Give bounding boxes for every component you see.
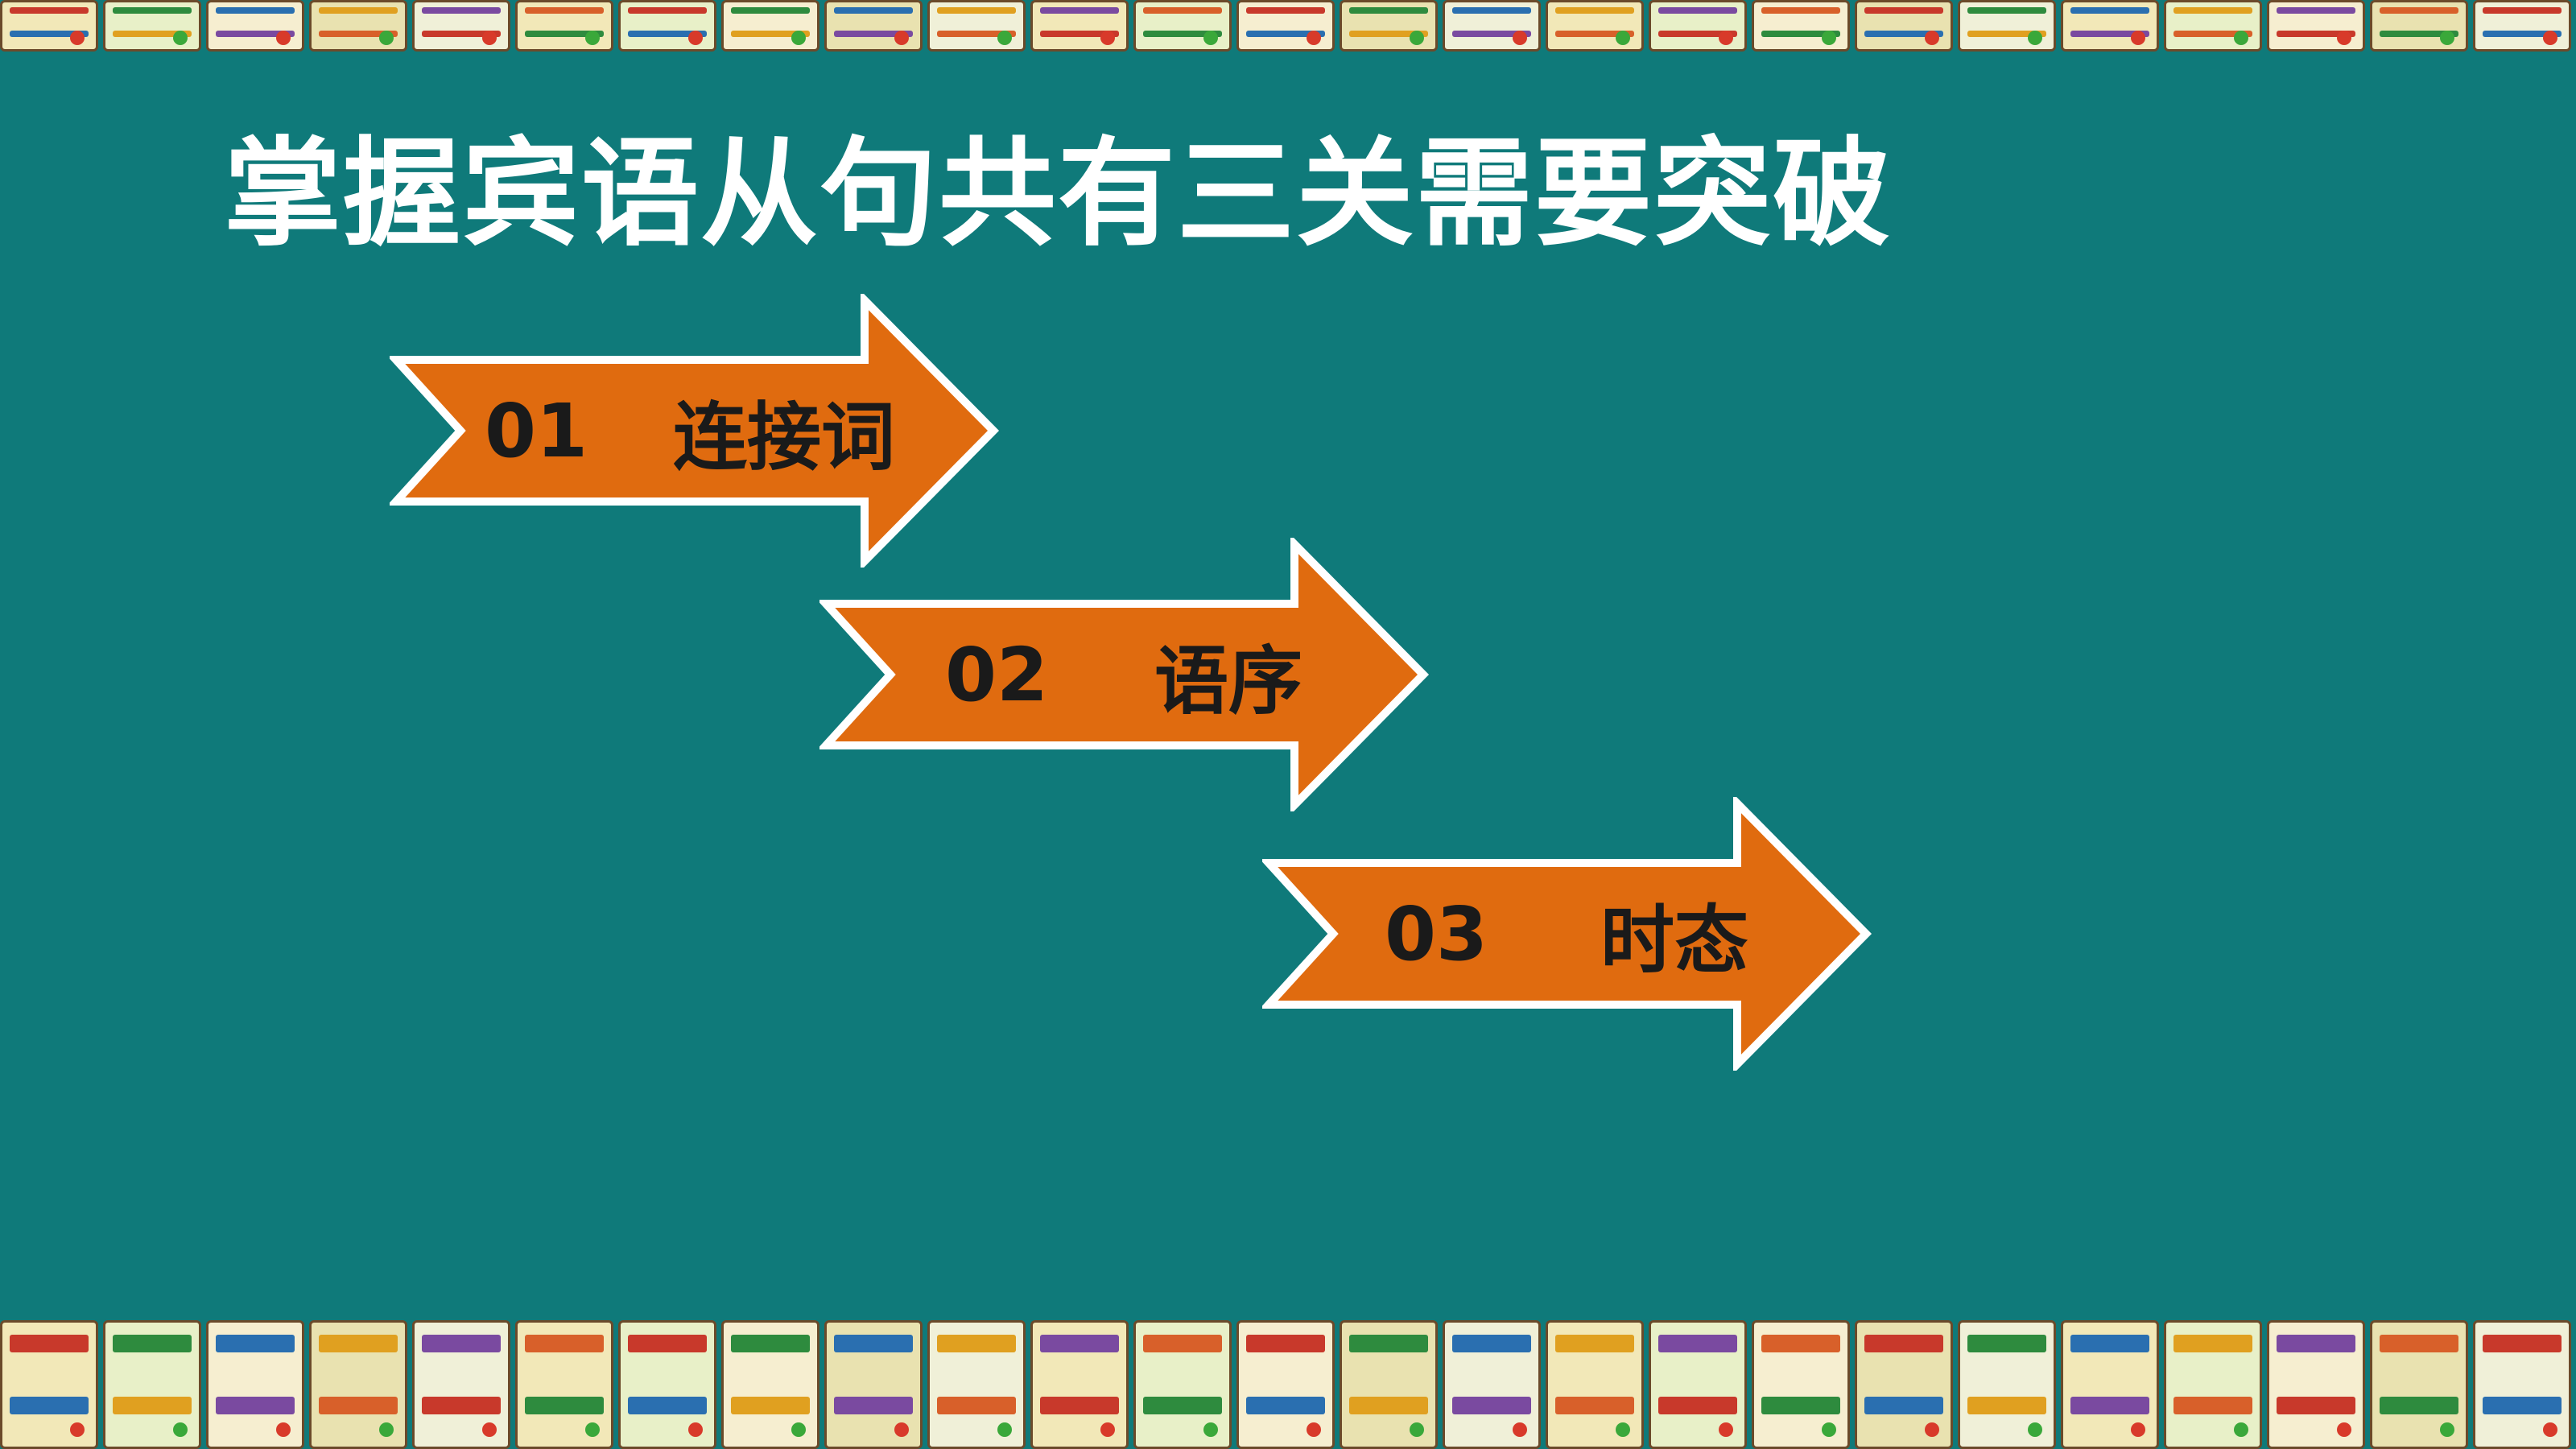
decorative-book-tile (2061, 1320, 2159, 1449)
decorative-book-tile (1958, 0, 2056, 52)
top-decorative-border (0, 0, 2576, 52)
step-number: 01 (485, 387, 588, 474)
decorative-book-tile (103, 1320, 201, 1449)
decorative-book-tile (515, 1320, 613, 1449)
decorative-book-tile (412, 0, 510, 52)
decorative-book-tile (1855, 1320, 1953, 1449)
decorative-book-tile (2370, 0, 2468, 52)
decorative-book-tile (1030, 1320, 1129, 1449)
decorative-book-tile (2267, 0, 2365, 52)
decorative-book-tile (1236, 0, 1335, 52)
decorative-book-tile (2164, 1320, 2262, 1449)
decorative-book-tile (721, 0, 819, 52)
decorative-book-tile (2164, 0, 2262, 52)
decorative-book-tile (1133, 1320, 1232, 1449)
arrow-shape-icon (1262, 797, 1872, 1071)
decorative-book-tile (206, 1320, 304, 1449)
decorative-book-tile (618, 0, 716, 52)
step-label: 连接词 (673, 394, 896, 481)
decorative-book-tile (2473, 1320, 2571, 1449)
step-label: 时态 (1600, 897, 1749, 984)
step-number: 02 (945, 631, 1049, 718)
step-label: 语序 (1154, 638, 1303, 724)
decorative-book-tile (1752, 0, 1850, 52)
decorative-book-tile (927, 0, 1026, 52)
decorative-book-tile (412, 1320, 510, 1449)
decorative-book-tile (1030, 0, 1129, 52)
decorative-book-tile (1133, 0, 1232, 52)
bottom-decorative-border (0, 1320, 2576, 1449)
decorative-book-tile (103, 0, 201, 52)
slide-title: 掌握宾语从句共有三关需要突破 (224, 126, 1892, 262)
decorative-book-tile (721, 1320, 819, 1449)
decorative-book-tile (1958, 1320, 2056, 1449)
decorative-book-tile (2267, 1320, 2365, 1449)
decorative-book-tile (2473, 0, 2571, 52)
arrow-shape-icon (390, 294, 1000, 568)
step-arrow-1: 01 连接词 (390, 294, 1001, 568)
step-number: 03 (1385, 890, 1488, 977)
decorative-book-tile (927, 1320, 1026, 1449)
decorative-book-tile (1340, 1320, 1438, 1449)
decorative-book-tile (824, 1320, 923, 1449)
decorative-book-tile (1340, 0, 1438, 52)
decorative-book-tile (1649, 0, 1747, 52)
decorative-book-tile (1649, 1320, 1747, 1449)
decorative-book-tile (1443, 1320, 1541, 1449)
decorative-book-tile (206, 0, 304, 52)
step-arrow-2: 02 语序 (819, 538, 1431, 811)
decorative-book-tile (0, 0, 98, 52)
decorative-book-tile (515, 0, 613, 52)
decorative-book-tile (2370, 1320, 2468, 1449)
decorative-book-tile (1236, 1320, 1335, 1449)
decorative-book-tile (1546, 0, 1644, 52)
arrow-shape-icon (819, 538, 1430, 811)
decorative-book-tile (309, 0, 407, 52)
decorative-book-tile (1546, 1320, 1644, 1449)
decorative-book-tile (1855, 0, 1953, 52)
decorative-book-tile (2061, 0, 2159, 52)
decorative-book-tile (618, 1320, 716, 1449)
decorative-book-tile (309, 1320, 407, 1449)
decorative-book-tile (1443, 0, 1541, 52)
decorative-book-tile (0, 1320, 98, 1449)
step-arrow-3: 03 时态 (1262, 797, 1874, 1071)
decorative-book-tile (1752, 1320, 1850, 1449)
decorative-book-tile (824, 0, 923, 52)
